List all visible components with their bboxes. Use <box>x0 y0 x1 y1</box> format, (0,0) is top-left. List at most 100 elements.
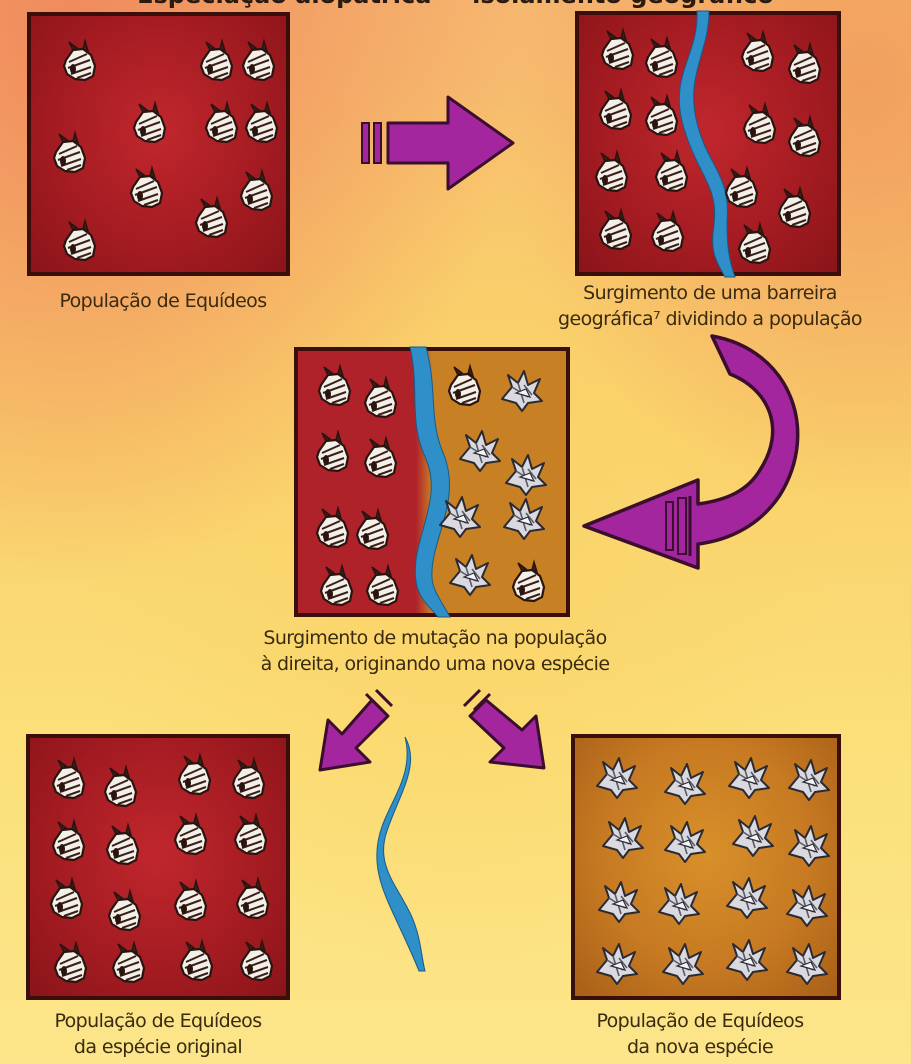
equid-icon <box>241 941 272 980</box>
equid-icon <box>321 566 352 605</box>
label-original-species-line2: da espécie original <box>74 1036 242 1058</box>
equid-icon <box>179 755 210 794</box>
equid-icon <box>365 378 396 417</box>
equid-icon <box>107 825 138 864</box>
new-species-icon <box>597 758 637 798</box>
equid-icon <box>175 881 206 920</box>
label-new-species: População de Equídeos da nova espécie <box>540 1008 860 1060</box>
equid-icon <box>739 224 770 263</box>
new-species-icon <box>789 826 829 866</box>
new-species-icon <box>733 816 773 856</box>
equid-icon <box>789 44 820 83</box>
new-species-icon <box>597 944 637 984</box>
equid-icon <box>241 171 272 210</box>
panel-mutation <box>294 347 570 617</box>
river-barrier <box>679 11 735 277</box>
equid-icon <box>652 212 683 251</box>
label-population: População de Equídeos <box>18 288 308 314</box>
new-species-icon <box>599 882 639 922</box>
equid-icon <box>109 891 140 930</box>
equid-icon <box>233 759 264 798</box>
equid-icon <box>317 432 348 471</box>
equid-icon <box>105 767 136 806</box>
label-barrier-line1: Surgimento de uma barreira <box>583 282 837 304</box>
new-species-icon <box>460 431 500 471</box>
new-species-icon <box>506 455 546 495</box>
label-barrier: Surgimento de uma barreira geográfica⁷ d… <box>520 280 900 332</box>
new-species-icon <box>603 818 643 858</box>
equid-icon <box>779 188 810 227</box>
label-original-species-line1: População de Equídeos <box>54 1010 261 1032</box>
equid-icon <box>201 41 232 80</box>
equid-icon-group <box>31 16 286 272</box>
river-icon <box>375 735 455 975</box>
label-barrier-line2: geográfica⁷ dividindo a população <box>558 308 862 330</box>
curved-arrow-icon <box>580 330 840 610</box>
equid-icon <box>131 168 162 207</box>
new-species-icon <box>727 940 767 980</box>
equid-icon <box>64 41 95 80</box>
new-species-icon <box>665 764 705 804</box>
mutation-scene <box>298 351 566 613</box>
equid-icon <box>134 103 165 142</box>
arrow-down-right-icon <box>464 688 574 778</box>
panel-new-species <box>571 734 841 1000</box>
equid-icon <box>53 821 84 860</box>
equid-icon <box>367 566 398 605</box>
panel-original-population <box>27 12 290 276</box>
equid-icon <box>744 104 775 143</box>
new-species-icon <box>727 878 767 918</box>
label-original-species: População de Equídeos da espécie origina… <box>8 1008 308 1060</box>
equid-icon <box>206 103 237 142</box>
equid-icon <box>742 32 773 71</box>
equid-icon <box>55 943 86 982</box>
equid-icon <box>600 210 631 249</box>
barrier-scene <box>579 15 837 272</box>
equid-icon <box>175 815 206 854</box>
new-species-icon <box>665 822 705 862</box>
equid-icon <box>113 943 144 982</box>
label-mutation: Surgimento de mutação na população à dir… <box>185 625 685 677</box>
equid-icon <box>317 508 348 547</box>
equid-icon <box>53 759 84 798</box>
equid-icon <box>181 941 212 980</box>
equid-icon <box>357 510 388 549</box>
new-species-icon <box>787 886 827 926</box>
diagram-title-cropped: Especiação alopátrica — isolamento geogr… <box>0 0 911 10</box>
equid-icon <box>646 96 677 135</box>
panel-original-species <box>26 734 290 1000</box>
equid-icon <box>51 879 82 918</box>
equid-icon <box>513 562 544 601</box>
new-species-icon <box>659 884 699 924</box>
equid-icon <box>600 90 631 129</box>
label-new-species-line2: da nova espécie <box>627 1036 773 1058</box>
equid-icon <box>726 168 757 207</box>
equid-icon <box>64 221 95 260</box>
equid-icon <box>656 152 687 191</box>
equid-icon <box>596 152 627 191</box>
equid-icon <box>365 438 396 477</box>
label-mutation-line2: à direita, originando uma nova espécie <box>261 653 610 675</box>
label-mutation-line1: Surgimento de mutação na população <box>263 627 606 649</box>
new-species-icon <box>440 497 480 537</box>
new-species-icon <box>789 760 829 800</box>
equid-icon <box>54 133 85 172</box>
equid-icon <box>646 38 677 77</box>
label-new-species-line1: População de Equídeos <box>596 1010 803 1032</box>
equid-icon <box>196 198 227 237</box>
new-species-icon <box>450 555 490 595</box>
arrow-right-icon <box>358 95 518 215</box>
equid-icon <box>449 366 480 405</box>
diagram-title: Especiação alopátrica — isolamento geogr… <box>0 0 911 9</box>
equid-icon <box>243 41 274 80</box>
new-species-icon <box>729 758 769 798</box>
equid-icon <box>602 30 633 69</box>
equid-icon <box>246 103 277 142</box>
equid-icon <box>235 815 266 854</box>
new-species-icon-group <box>575 738 837 996</box>
equid-icon-group <box>30 738 286 996</box>
new-species-icon <box>787 944 827 984</box>
new-species-icon <box>502 371 542 411</box>
equid-icon <box>789 117 820 156</box>
equid-icon <box>319 366 350 405</box>
